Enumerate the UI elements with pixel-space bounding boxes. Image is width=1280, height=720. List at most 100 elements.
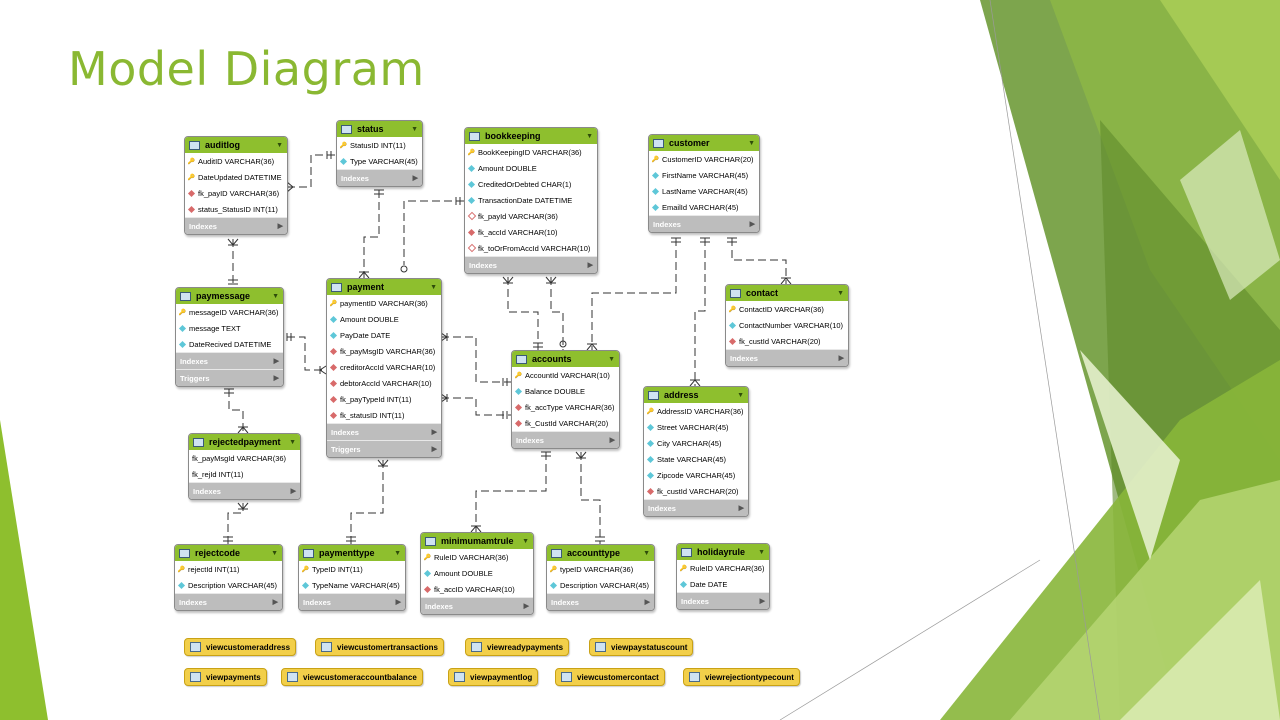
table-column[interactable]: rejectId INT(11)	[175, 561, 282, 577]
table-column[interactable]: fk_custId VARCHAR(20)	[644, 483, 748, 499]
table-column[interactable]: DateUpdated DATETIME	[185, 169, 287, 185]
table-column[interactable]: fk_CustId VARCHAR(20)	[512, 415, 619, 431]
table-contact[interactable]: contact▼ContactID VARCHAR(36)ContactNumb…	[725, 284, 849, 367]
table-column[interactable]: Amount DOUBLE	[421, 565, 533, 581]
table-column[interactable]: fk_statusID INT(11)	[327, 407, 441, 423]
table-column[interactable]: fk_rejId INT(11)	[189, 466, 300, 482]
table-column[interactable]: Type VARCHAR(45)	[337, 153, 422, 169]
table-header[interactable]: rejectedpayment▼	[189, 434, 300, 450]
table-column[interactable]: AddressID VARCHAR(36)	[644, 403, 748, 419]
table-column[interactable]: BookKeepingID VARCHAR(36)	[465, 144, 597, 160]
table-header[interactable]: accounttype▼	[547, 545, 654, 561]
view-viewpayments[interactable]: viewpayments	[184, 668, 267, 686]
table-address[interactable]: address▼AddressID VARCHAR(36)Street VARC…	[643, 386, 749, 517]
table-column[interactable]: DateRecived DATETIME	[176, 336, 283, 352]
view-viewrejectiontypecount[interactable]: viewrejectiontypecount	[683, 668, 800, 686]
table-column[interactable]: fk_accID VARCHAR(10)	[421, 581, 533, 597]
view-viewpaymentlog[interactable]: viewpaymentlog	[448, 668, 539, 686]
table-column[interactable]: messageID VARCHAR(36)	[176, 304, 283, 320]
table-header[interactable]: minimumamtrule▼	[421, 533, 533, 549]
table-column[interactable]: CreditedOrDebted CHAR(1)	[465, 176, 597, 192]
section-indexes[interactable]: Indexes▶	[649, 215, 759, 232]
table-column[interactable]: RuleID VARCHAR(36)	[421, 549, 533, 565]
table-column[interactable]: paymentID VARCHAR(36)	[327, 295, 441, 311]
section-indexes[interactable]: Indexes▶	[327, 423, 441, 440]
table-column[interactable]: status_StatusID INT(11)	[185, 201, 287, 217]
table-header[interactable]: accounts▼	[512, 351, 619, 367]
table-header[interactable]: status▼	[337, 121, 422, 137]
table-header[interactable]: customer▼	[649, 135, 759, 151]
section-indexes[interactable]: Indexes▶	[337, 169, 422, 186]
table-column[interactable]: message TEXT	[176, 320, 283, 336]
table-header[interactable]: address▼	[644, 387, 748, 403]
table-column[interactable]: CustomerID VARCHAR(20)	[649, 151, 759, 167]
table-header[interactable]: paymessage▼	[176, 288, 283, 304]
table-column[interactable]: AuditID VARCHAR(36)	[185, 153, 287, 169]
section-indexes[interactable]: Indexes▶	[176, 352, 283, 369]
collapse-arrow-icon[interactable]: ▼	[271, 549, 278, 557]
table-column[interactable]: TypeID INT(11)	[299, 561, 405, 577]
table-minimumamtrule[interactable]: minimumamtrule▼RuleID VARCHAR(36)Amount …	[420, 532, 534, 615]
collapse-arrow-icon[interactable]: ▼	[586, 132, 593, 140]
section-indexes[interactable]: Indexes▶	[512, 431, 619, 448]
table-column[interactable]: fk_payTypeId INT(11)	[327, 391, 441, 407]
table-column[interactable]: PayDate DATE	[327, 327, 441, 343]
view-viewcustomertransactions[interactable]: viewcustomertransactions	[315, 638, 444, 656]
table-column[interactable]: Amount DOUBLE	[465, 160, 597, 176]
table-column[interactable]: fk_accType VARCHAR(36)	[512, 399, 619, 415]
table-rejectcode[interactable]: rejectcode▼rejectId INT(11)Description V…	[174, 544, 283, 611]
table-header[interactable]: auditlog▼	[185, 137, 287, 153]
table-column[interactable]: City VARCHAR(45)	[644, 435, 748, 451]
table-column[interactable]: TransactionDate DATETIME	[465, 192, 597, 208]
table-column[interactable]: StatusID INT(11)	[337, 137, 422, 153]
table-column[interactable]: Street VARCHAR(45)	[644, 419, 748, 435]
table-column[interactable]: State VARCHAR(45)	[644, 451, 748, 467]
table-column[interactable]: Amount DOUBLE	[327, 311, 441, 327]
table-column[interactable]: fk_custId VARCHAR(20)	[726, 333, 848, 349]
table-header[interactable]: holidayrule▼	[677, 544, 769, 560]
table-holidayrule[interactable]: holidayrule▼RuleID VARCHAR(36)Date DATEI…	[676, 543, 770, 610]
table-header[interactable]: payment▼	[327, 279, 441, 295]
table-payment[interactable]: payment▼paymentID VARCHAR(36)Amount DOUB…	[326, 278, 442, 458]
section-indexes[interactable]: Indexes▶	[677, 592, 769, 609]
collapse-arrow-icon[interactable]: ▼	[748, 139, 755, 147]
section-indexes[interactable]: Indexes▶	[547, 593, 654, 610]
collapse-arrow-icon[interactable]: ▼	[276, 141, 283, 149]
section-triggers[interactable]: Triggers▶	[176, 369, 283, 386]
table-column[interactable]: fk_payMsgId VARCHAR(36)	[189, 450, 300, 466]
table-header[interactable]: contact▼	[726, 285, 848, 301]
table-column[interactable]: creditorAccId VARCHAR(10)	[327, 359, 441, 375]
table-column[interactable]: Balance DOUBLE	[512, 383, 619, 399]
table-column[interactable]: fk_payID VARCHAR(36)	[185, 185, 287, 201]
table-column[interactable]: fk_payId VARCHAR(36)	[465, 208, 597, 224]
table-column[interactable]: debtorAccId VARCHAR(10)	[327, 375, 441, 391]
collapse-arrow-icon[interactable]: ▼	[411, 125, 418, 133]
collapse-arrow-icon[interactable]: ▼	[643, 549, 650, 557]
table-accounts[interactable]: accounts▼AccountId VARCHAR(10)Balance DO…	[511, 350, 620, 449]
table-rejectedpayment[interactable]: rejectedpayment▼fk_payMsgId VARCHAR(36)f…	[188, 433, 301, 500]
view-viewcustomeraccountbalance[interactable]: viewcustomeraccountbalance	[281, 668, 423, 686]
table-column[interactable]: Zipcode VARCHAR(45)	[644, 467, 748, 483]
table-column[interactable]: typeID VARCHAR(36)	[547, 561, 654, 577]
table-column[interactable]: Description VARCHAR(45)	[547, 577, 654, 593]
table-column[interactable]: LastName VARCHAR(45)	[649, 183, 759, 199]
collapse-arrow-icon[interactable]: ▼	[394, 549, 401, 557]
section-indexes[interactable]: Indexes▶	[189, 482, 300, 499]
table-column[interactable]: EmailId VARCHAR(45)	[649, 199, 759, 215]
collapse-arrow-icon[interactable]: ▼	[522, 537, 529, 545]
table-column[interactable]: Description VARCHAR(45)	[175, 577, 282, 593]
table-paymenttype[interactable]: paymenttype▼TypeID INT(11)TypeName VARCH…	[298, 544, 406, 611]
section-indexes[interactable]: Indexes▶	[644, 499, 748, 516]
table-accounttype[interactable]: accounttype▼typeID VARCHAR(36)Descriptio…	[546, 544, 655, 611]
table-column[interactable]: Date DATE	[677, 576, 769, 592]
table-header[interactable]: paymenttype▼	[299, 545, 405, 561]
section-indexes[interactable]: Indexes▶	[465, 256, 597, 273]
collapse-arrow-icon[interactable]: ▼	[837, 289, 844, 297]
section-indexes[interactable]: Indexes▶	[185, 217, 287, 234]
table-column[interactable]: TypeName VARCHAR(45)	[299, 577, 405, 593]
table-column[interactable]: ContactID VARCHAR(36)	[726, 301, 848, 317]
table-column[interactable]: RuleID VARCHAR(36)	[677, 560, 769, 576]
collapse-arrow-icon[interactable]: ▼	[430, 283, 437, 291]
table-column[interactable]: fk_accId VARCHAR(10)	[465, 224, 597, 240]
table-customer[interactable]: customer▼CustomerID VARCHAR(20)FirstName…	[648, 134, 760, 233]
